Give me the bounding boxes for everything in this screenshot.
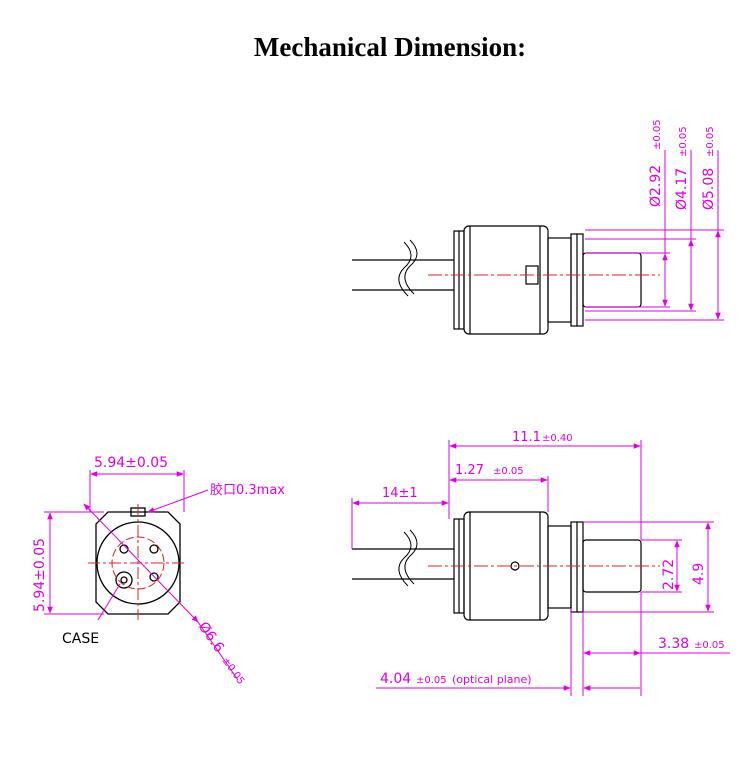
dim-diameter-4-17-tol: ±0.05 xyxy=(678,126,689,157)
dim-diameter-4-9: 4.9 xyxy=(691,563,707,585)
dim-width: 5.94±0.05 xyxy=(94,455,168,471)
front-view: 5.94±0.05 5.94±0.05 胶口0.3max Ø6.6 ±0.05 … xyxy=(32,455,285,687)
dim-step-1-27: 1.27 xyxy=(455,463,484,478)
dim-nose-3-38-tol: ±0.05 xyxy=(694,640,725,651)
optical-plane-note: (optical plane) xyxy=(452,673,532,686)
side-view: 11.1 ±0.40 1.27 ±0.05 14±1 2.72 4.9 3.38… xyxy=(351,430,730,696)
dim-diameter-2-92: Ø2.92 xyxy=(648,165,664,207)
page-title: Mechanical Dimension: xyxy=(253,32,527,62)
dim-glue-gate: 胶口0.3max xyxy=(210,482,285,498)
front-view-dimensions xyxy=(44,470,239,681)
dim-optical-4-04-tol: ±0.05 xyxy=(416,675,447,686)
dim-diameter-6-6-tol: ±0.05 xyxy=(220,655,247,686)
dim-diameter-6-6: Ø6.6 xyxy=(195,619,227,656)
dim-diameter-5-08-tol: ±0.05 xyxy=(705,126,716,157)
side-view-dimensions xyxy=(351,440,730,696)
dim-length-11-1: 11.1 xyxy=(512,430,541,445)
top-view-outline xyxy=(352,225,642,335)
dim-diameter-4-17: Ø4.17 xyxy=(674,168,690,210)
dim-diameter-2-72: 2.72 xyxy=(661,559,677,590)
dim-nose-3-38: 3.38 xyxy=(658,636,689,652)
case-label: CASE xyxy=(62,631,99,647)
side-view-outline xyxy=(352,511,642,621)
dim-length-11-1-tol: ±0.40 xyxy=(542,433,573,444)
dim-height: 5.94±0.05 xyxy=(32,538,48,612)
dim-diameter-5-08: Ø5.08 xyxy=(701,168,717,210)
dim-lead-14: 14±1 xyxy=(382,486,418,501)
dim-optical-4-04: 4.04 xyxy=(380,671,411,687)
dim-step-1-27-tol: ±0.05 xyxy=(493,466,524,477)
dim-diameter-2-92-tol: ±0.05 xyxy=(652,119,663,150)
top-view-dimensions xyxy=(585,150,724,321)
top-view: Ø2.92 ±0.05 Ø4.17 ±0.05 Ø5.08 ±0.05 xyxy=(352,119,724,335)
